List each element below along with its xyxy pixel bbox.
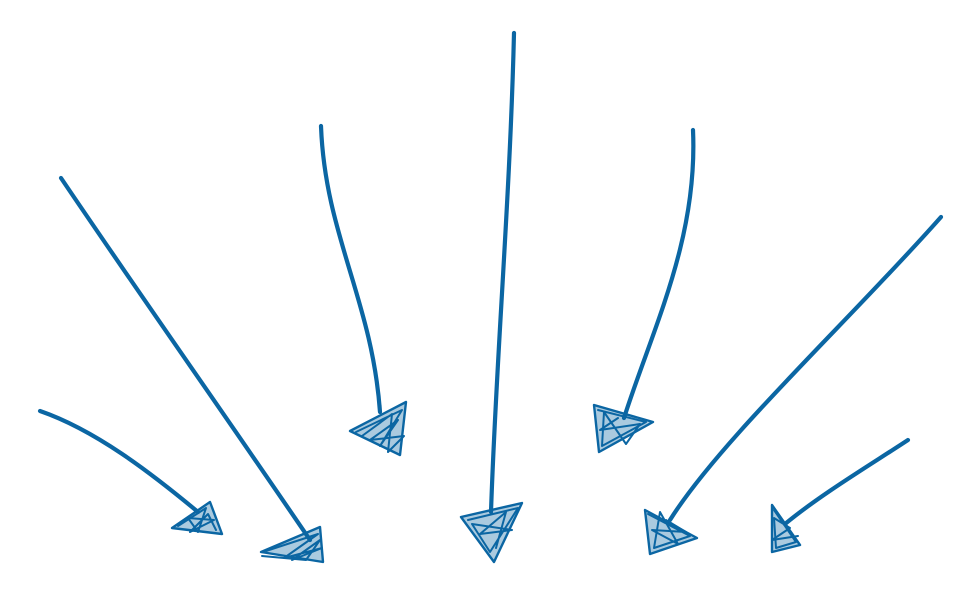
arrow-5-head (592, 403, 655, 454)
arrow-6-scribble (647, 511, 691, 549)
arrow-2-scribble (261, 533, 323, 561)
arrow-4-shaft (488, 30, 517, 515)
arrow-5 (592, 127, 696, 454)
arrow-5-shaft (621, 127, 696, 421)
arrow-1 (37, 408, 224, 536)
arrow-3-shaft (318, 123, 383, 415)
arrow-1-shaft (37, 408, 201, 515)
arrow-5-scribble (597, 409, 647, 447)
arrow-7-scribble (771, 509, 799, 549)
arrow-7-shaft (782, 437, 911, 527)
arrow-2 (58, 175, 325, 564)
arrow-3-scribble (355, 409, 405, 453)
arrow-4-scribble (467, 507, 519, 553)
arrow-2-shaft (58, 175, 313, 543)
arrow-7 (770, 437, 911, 554)
arrow-6 (643, 214, 944, 556)
arrow-6-shaft (667, 214, 944, 523)
arrow-1-scribble (177, 507, 217, 533)
arrow-3 (318, 123, 408, 457)
arrow-4 (459, 30, 524, 564)
